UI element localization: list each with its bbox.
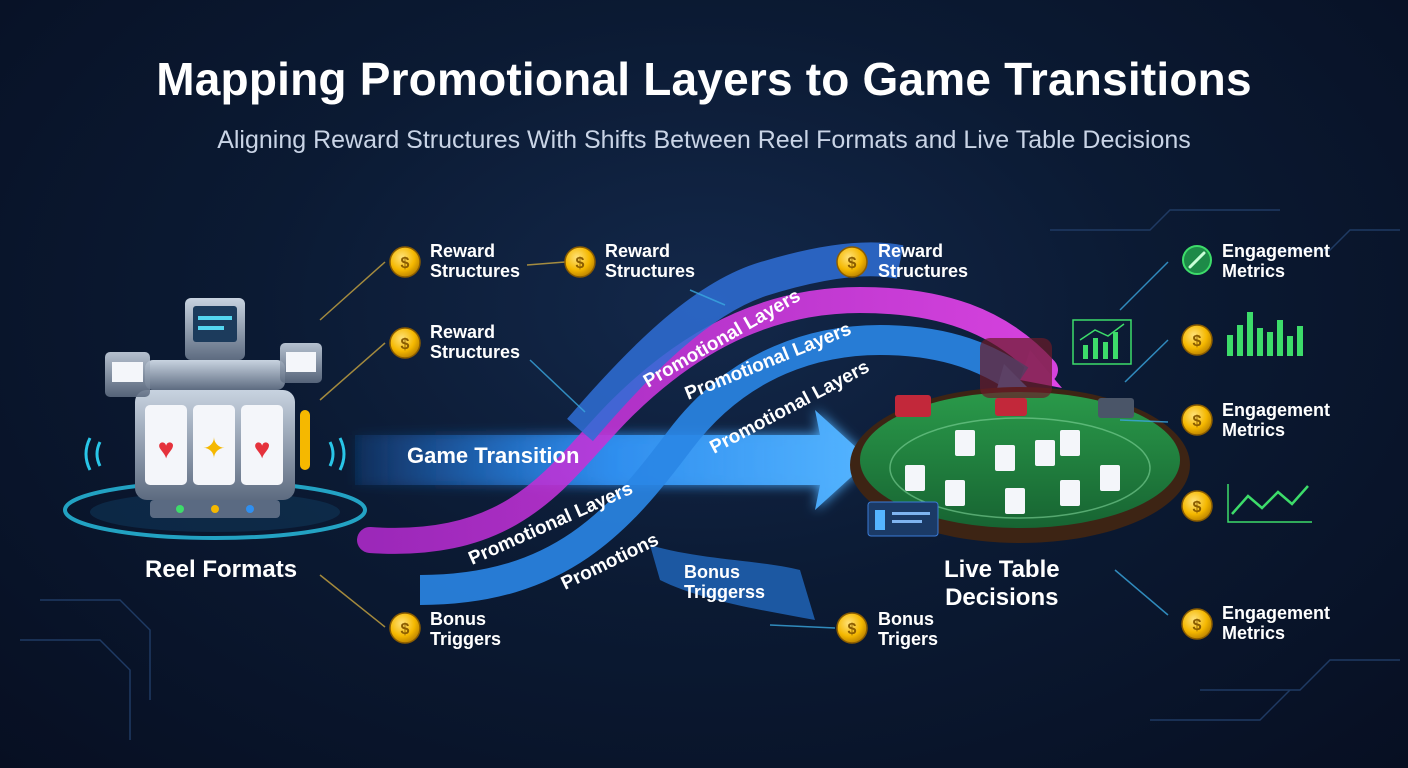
svg-text:$: $ <box>848 621 857 638</box>
svg-text:$: $ <box>401 336 410 353</box>
page-subtitle: Aligning Reward Structures With Shifts B… <box>217 126 1191 154</box>
dollar-coin-icon: $ <box>836 612 868 644</box>
svg-text:$: $ <box>401 255 410 272</box>
node-reel-formats: Reel Formats <box>145 556 298 583</box>
screen-panel <box>867 501 939 537</box>
dollar-coin-icon: $ <box>1181 490 1213 522</box>
coins: $ $ $ $ $ $ $ $ $ $ <box>389 246 1213 644</box>
svg-text:$: $ <box>401 621 410 638</box>
svg-text:✦: ✦ <box>202 433 225 464</box>
dollar-coin-icon: $ <box>389 612 421 644</box>
bar-chart-icon <box>1227 312 1303 356</box>
svg-text:$: $ <box>1193 333 1202 350</box>
node-live-table-decisions: Live Table Decisions <box>944 556 1060 611</box>
game-transition-arrow <box>355 410 870 510</box>
line-chart-icon <box>1227 484 1312 523</box>
game-transition-label: Game Transition <box>407 443 579 468</box>
dollar-coin-icon: $ <box>564 246 596 278</box>
compass-icon <box>1182 245 1212 275</box>
bar-chart-icon <box>1072 319 1132 365</box>
connector-lines <box>319 261 566 628</box>
blackjack-table-icon <box>850 338 1190 543</box>
promotional-layers-band-upper <box>567 242 904 442</box>
bonus-triggers-swoosh <box>650 545 815 620</box>
svg-text:$: $ <box>1193 499 1202 516</box>
circuit-lines <box>20 209 1400 740</box>
dollar-coin-icon: $ <box>836 246 868 278</box>
svg-text:♥: ♥ <box>254 433 271 464</box>
svg-text:$: $ <box>1193 617 1202 634</box>
page-title: Mapping Promotional Layers to Game Trans… <box>156 53 1252 105</box>
dollar-coin-icon: $ <box>389 246 421 278</box>
dollar-coin-icon: $ <box>1181 324 1213 356</box>
svg-text:$: $ <box>848 255 857 272</box>
svg-text:$: $ <box>1193 413 1202 430</box>
dollar-coin-icon: $ <box>1181 608 1213 640</box>
svg-text:♥: ♥ <box>158 433 175 464</box>
slot-machine-icon: ♥ ✦ ♥ <box>63 298 367 540</box>
dollar-coin-icon: $ <box>1181 404 1213 436</box>
dollar-coin-icon: $ <box>389 327 421 359</box>
svg-text:$: $ <box>576 255 585 272</box>
